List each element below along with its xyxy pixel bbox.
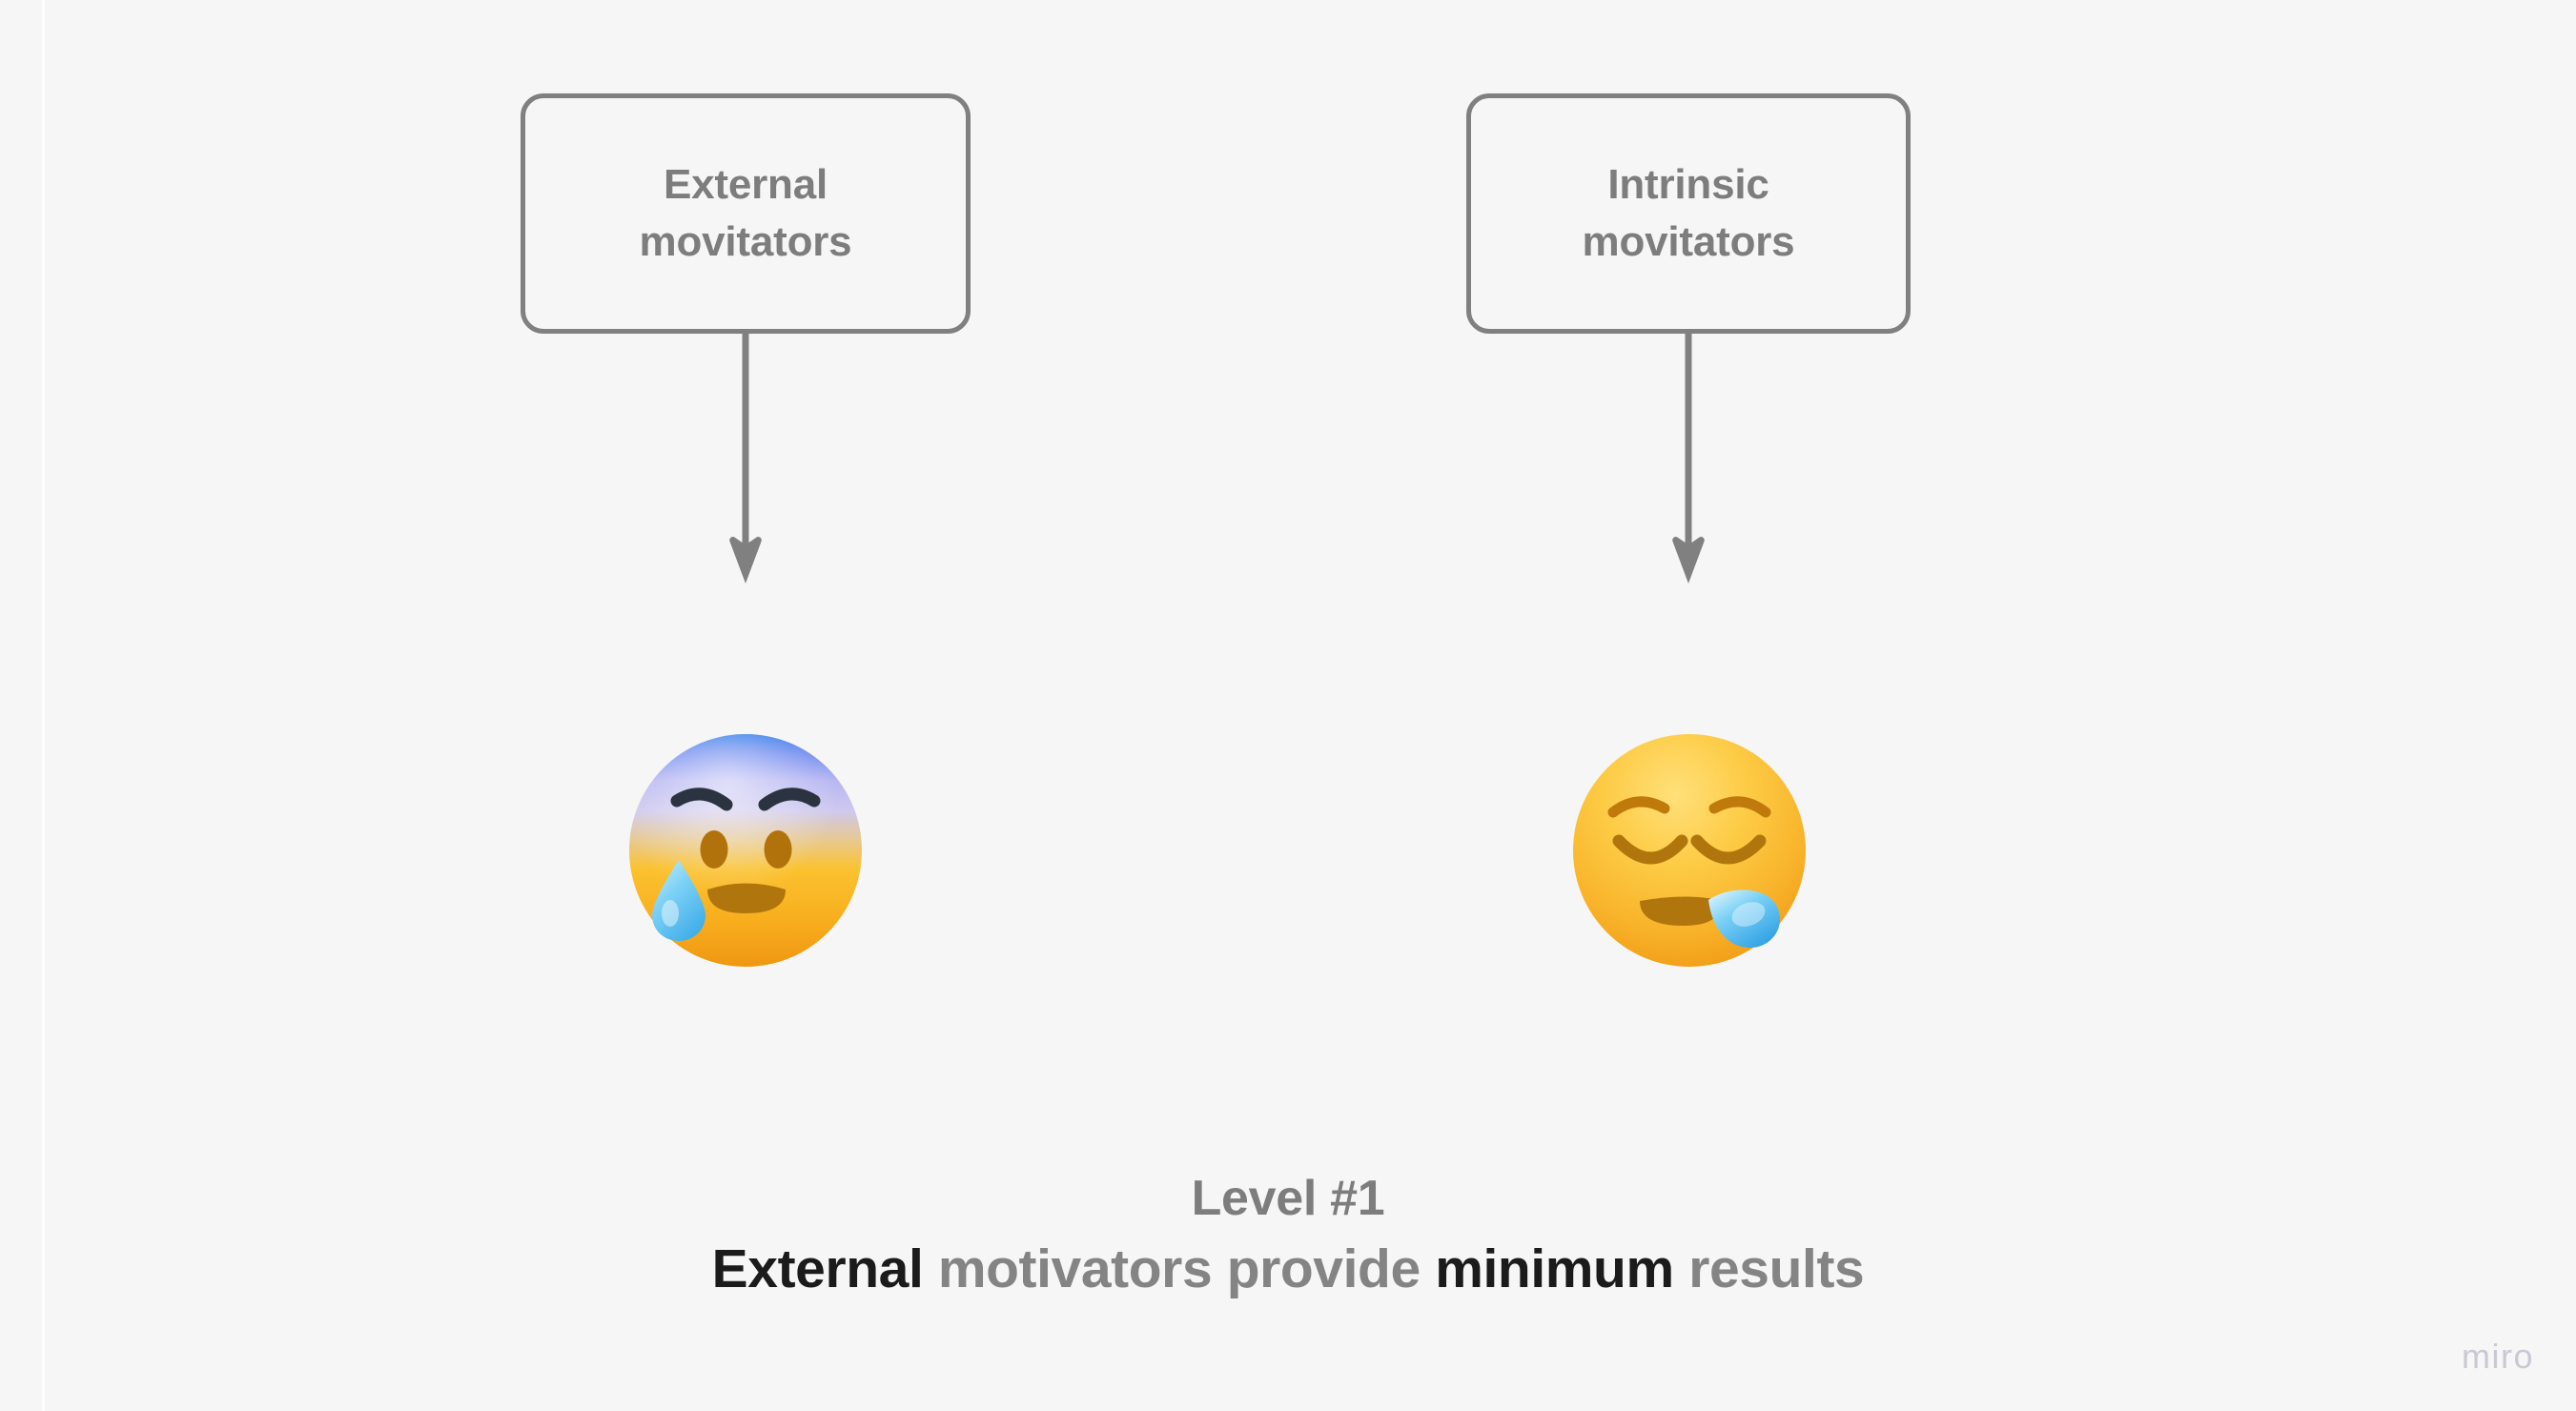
caption-segment [1421, 1238, 1435, 1299]
caption-block: Level #1 External motivators provide min… [0, 1171, 2576, 1300]
caption-segment: motivators [937, 1238, 1213, 1300]
arrowhead-icon [729, 536, 762, 583]
sleepy-face-icon[interactable] [1571, 732, 1808, 969]
caption-segment: provide [1226, 1238, 1421, 1300]
emoji-eye-left [700, 830, 728, 869]
anxious-face-with-sweat-icon[interactable] [627, 732, 864, 969]
emoji-mouth [1640, 896, 1722, 926]
caption-segment [923, 1238, 937, 1299]
arrowhead-icon [1672, 536, 1705, 583]
board-guide-line [42, 0, 45, 1411]
emoji-eyebrow-right [758, 787, 821, 811]
emoji-mouth [707, 883, 786, 913]
emoji-eye-left-closed [1612, 834, 1688, 865]
node-intrinsic-motivators-label: Intrinsic movitators [1582, 161, 1795, 265]
emoji-drop-highlight [662, 900, 679, 927]
connector-intrinsic-to-sleepy[interactable] [1669, 334, 1707, 583]
caption-segment: results [1688, 1238, 1865, 1300]
miro-watermark: miro [2462, 1337, 2534, 1376]
caption-segment: External [711, 1238, 924, 1300]
caption-segment: minimum [1435, 1238, 1674, 1300]
caption-segment [1674, 1238, 1688, 1299]
caption-level-label: Level #1 [1191, 1171, 1385, 1226]
caption-main-text: External motivators provide minimum resu… [0, 1238, 2576, 1300]
caption-segment [1212, 1238, 1226, 1299]
emoji-eyebrow-right [1708, 796, 1771, 818]
emoji-eyebrow-left [670, 787, 733, 811]
node-external-motivators-label: External movitators [639, 161, 852, 265]
emoji-sweat-drop [652, 860, 705, 941]
emoji-eye-right [764, 830, 792, 869]
node-external-motivators[interactable]: External movitators [521, 93, 971, 334]
emoji-eye-right-closed [1690, 834, 1767, 865]
emoji-sleep-bubble [1708, 890, 1781, 948]
emoji-eyebrow-left [1607, 796, 1670, 818]
connector-external-to-anxious[interactable] [726, 334, 765, 583]
node-intrinsic-motivators[interactable]: Intrinsic movitators [1466, 93, 1911, 334]
emoji-bubble-highlight [1731, 902, 1766, 927]
